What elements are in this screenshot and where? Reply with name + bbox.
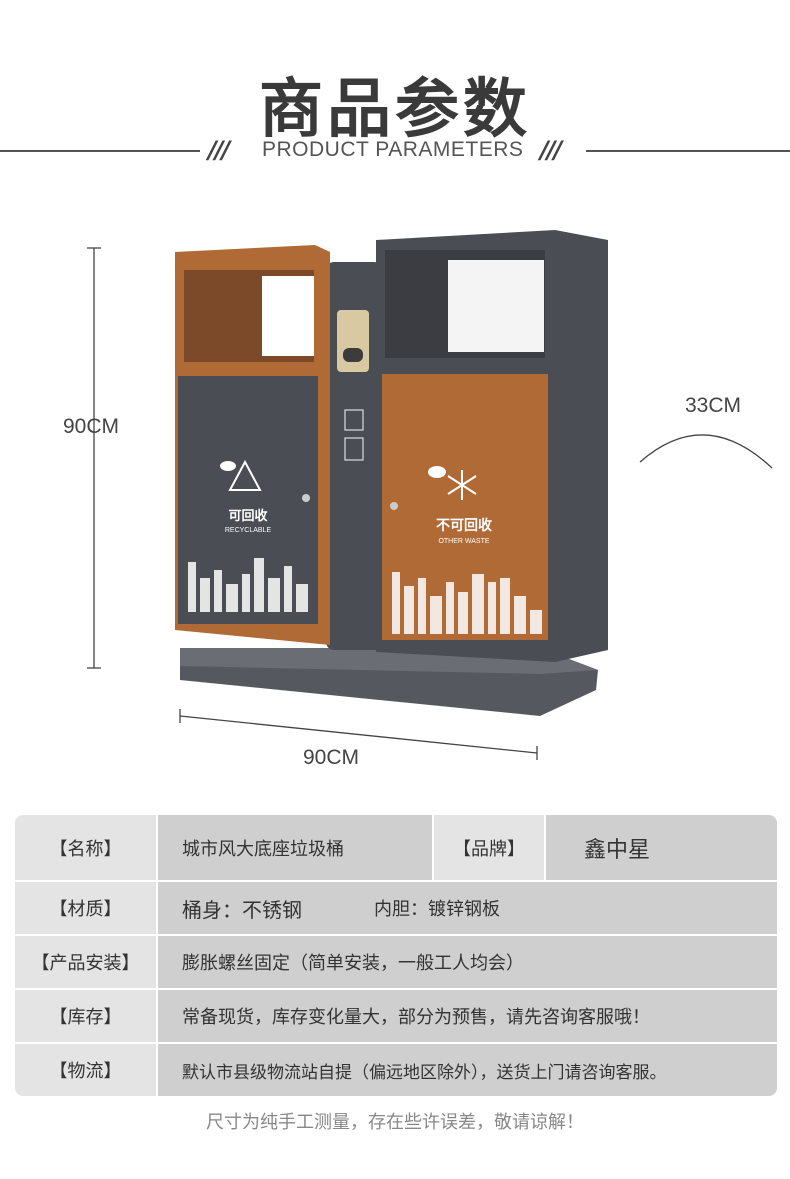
- spec-value-material: 桶身：不锈钢 内胆：镀锌钢板: [158, 882, 777, 934]
- spec-row-name: 【名称】 城市风大底座垃圾桶 【品牌】 鑫中星: [15, 815, 777, 882]
- spec-value-logistics: 默认市县级物流站自提（偏远地区除外），送货上门请咨询客服。: [158, 1044, 777, 1096]
- spec-label-install: 【产品安装】: [15, 936, 158, 988]
- subtitle-row: /// PRODUCT PARAMETERS ///: [0, 136, 790, 164]
- divider-left: [0, 150, 200, 152]
- ashtray-icon: [337, 310, 369, 372]
- recycle-icon: [220, 459, 262, 491]
- trash-bin-illustration: 可回收 RECYCLABLE 不可回收 OTHER WASTE: [175, 230, 608, 716]
- spec-label-stock: 【库存】: [15, 990, 158, 1042]
- other-waste-icon: [447, 470, 477, 500]
- spec-value-name: 城市风大底座垃圾桶: [158, 815, 432, 880]
- height-label: 90CM: [63, 415, 120, 438]
- width-label: 90CM: [303, 746, 360, 769]
- spec-value-install: 膨胀螺丝固定（简单安装，一般工人均会）: [158, 936, 777, 988]
- dimension-lines: [87, 247, 773, 760]
- depth-label: 33CM: [685, 394, 742, 417]
- spec-label-material: 【材质】: [15, 882, 158, 934]
- measurement-note: 尺寸为纯手工测量，存在些许误差，敬请谅解！: [206, 1112, 584, 1133]
- material-inner: 内胆：镀锌钢板: [374, 899, 500, 920]
- spec-table: 【名称】 城市风大底座垃圾桶 【品牌】 鑫中星 【材质】 桶身：不锈钢 内胆：镀…: [15, 815, 777, 1096]
- spec-row-install: 【产品安装】 膨胀螺丝固定（简单安装，一般工人均会）: [15, 936, 777, 990]
- spec-value-brand: 鑫中星: [546, 815, 777, 880]
- spec-value-stock: 常备现货，库存变化量大，部分为预售，请先咨询客服哦！: [158, 990, 777, 1042]
- left-bin-label: 可回收: [228, 508, 268, 524]
- page-subtitle: PRODUCT PARAMETERS: [262, 138, 524, 161]
- spec-row-stock: 【库存】 常备现货，库存变化量大，部分为预售，请先咨询客服哦！: [15, 990, 777, 1044]
- divider-right: [586, 150, 790, 152]
- left-bin-label-en: RECYCLABLE: [225, 527, 272, 534]
- spec-label-brand: 【品牌】: [432, 815, 546, 880]
- spec-label-logistics: 【物流】: [15, 1044, 158, 1096]
- right-bin-label: 不可回收: [436, 517, 493, 534]
- material-body: 桶身：不锈钢: [182, 897, 302, 922]
- right-skyline: [392, 572, 542, 634]
- right-bin-label-en: OTHER WASTE: [438, 538, 489, 545]
- spec-row-material: 【材质】 桶身：不锈钢 内胆：镀锌钢板: [15, 882, 777, 936]
- spec-row-logistics: 【物流】 默认市县级物流站自提（偏远地区除外），送货上门请咨询客服。: [15, 1044, 777, 1096]
- spec-label-name: 【名称】: [15, 815, 158, 880]
- slashes-left: ///: [208, 136, 230, 164]
- slashes-right: ///: [540, 136, 562, 164]
- page-title: 商品参数: [259, 73, 531, 147]
- left-skyline: [188, 558, 308, 612]
